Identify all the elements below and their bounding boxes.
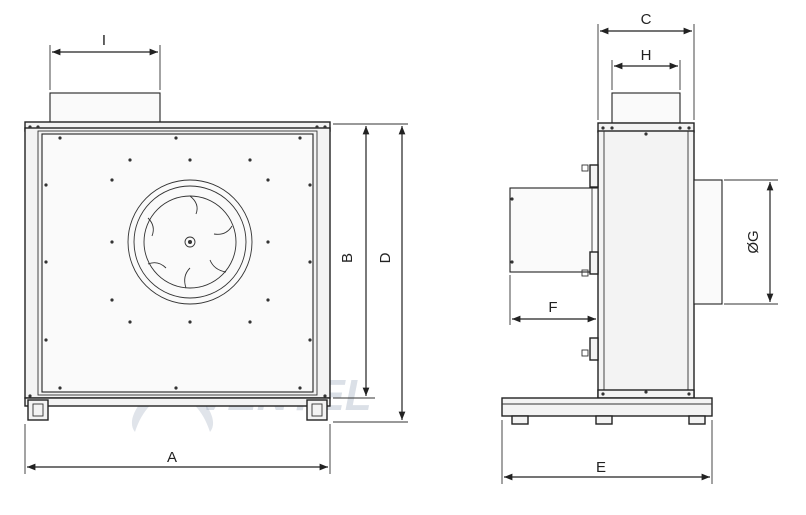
side-view: C H ØG F E — [501, 11, 778, 484]
side-base-block-right — [688, 415, 706, 425]
side-outlet-collar — [611, 92, 681, 124]
dimension-b: B — [333, 123, 375, 399]
side-housing — [597, 130, 695, 398]
side-motor-box — [509, 187, 599, 273]
dimension-e: E — [501, 420, 713, 484]
dimension-label-c: C — [641, 11, 652, 28]
dimension-c: C — [597, 11, 695, 120]
front-view: I B D A — [24, 32, 408, 474]
front-foot-right-inner — [311, 403, 323, 417]
dimension-label-d: D — [377, 252, 394, 263]
side-rivets — [510, 126, 691, 396]
dimension-label-b: B — [339, 253, 356, 263]
dimension-label-e: E — [596, 459, 606, 476]
front-rivets — [28, 125, 327, 398]
front-inner-panel — [41, 133, 314, 393]
side-base-block-left — [511, 415, 529, 425]
dimension-label-i: I — [102, 32, 106, 49]
front-foot-left — [27, 399, 49, 421]
side-inlet-ring — [693, 179, 723, 305]
side-base-pallet — [501, 397, 713, 417]
dimension-label-a: A — [167, 449, 177, 466]
dimension-g: ØG — [724, 179, 778, 305]
dimension-a: A — [24, 424, 331, 474]
front-inner-panel-border — [37, 130, 318, 396]
dimension-f: F — [509, 275, 596, 325]
side-latches — [581, 164, 599, 361]
dimension-label-h: H — [641, 47, 652, 64]
dimension-d: D — [333, 123, 408, 423]
front-base-rail — [24, 397, 331, 407]
dimension-label-f: F — [548, 299, 557, 316]
dimension-label-g: ØG — [745, 230, 762, 253]
side-base-block-mid — [595, 415, 613, 425]
impeller-icon — [127, 179, 253, 305]
front-outlet-collar — [49, 92, 161, 124]
dimension-h: H — [611, 47, 681, 90]
dimension-i: I — [49, 32, 161, 90]
front-foot-left-inner — [32, 403, 44, 417]
front-foot-right — [306, 399, 328, 421]
